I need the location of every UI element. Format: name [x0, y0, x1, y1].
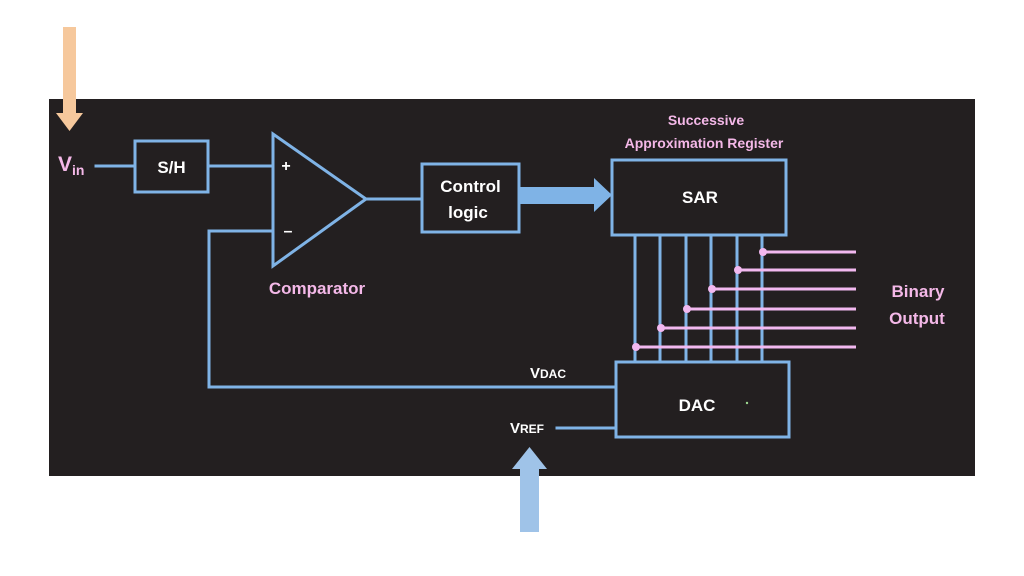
comparator-label: Comparator	[269, 279, 366, 298]
sar-title-line1: Successive	[668, 112, 744, 128]
sar-title-line2: Approximation Register	[625, 135, 784, 151]
input-arrow	[56, 27, 83, 131]
control-logic-label-line2: logic	[448, 203, 488, 222]
comparator-plus-sign: +	[281, 158, 290, 175]
control-logic-block	[420, 162, 521, 234]
vref-label: VREF	[510, 420, 544, 437]
output-node-6	[632, 343, 640, 351]
control-to-sar-arrow	[519, 178, 612, 212]
sample-hold-block	[133, 139, 210, 194]
dac-label: DAC	[679, 396, 716, 415]
sar-block	[610, 158, 788, 237]
dac-block	[614, 360, 791, 439]
output-node-1	[759, 248, 767, 256]
comparator-triangle	[271, 131, 369, 269]
output-node-2	[734, 266, 742, 274]
binary-output-label-line2: Output	[889, 309, 945, 328]
dac-dot	[745, 401, 749, 405]
sar-label: SAR	[682, 188, 718, 207]
output-node-4	[683, 305, 691, 313]
binary-output-label-line1: Binary	[892, 282, 945, 301]
vin-label: Vin	[58, 153, 84, 178]
output-node-3	[708, 285, 716, 293]
sample-hold-label: S/H	[157, 158, 185, 177]
comparator-minus-sign: –	[284, 223, 293, 240]
control-logic-label-line1: Control	[440, 177, 500, 196]
vdac-label: VDAC	[530, 365, 566, 382]
output-node-5	[657, 324, 665, 332]
vref-arrow	[512, 447, 547, 532]
vdac-feedback-wire	[207, 229, 618, 389]
